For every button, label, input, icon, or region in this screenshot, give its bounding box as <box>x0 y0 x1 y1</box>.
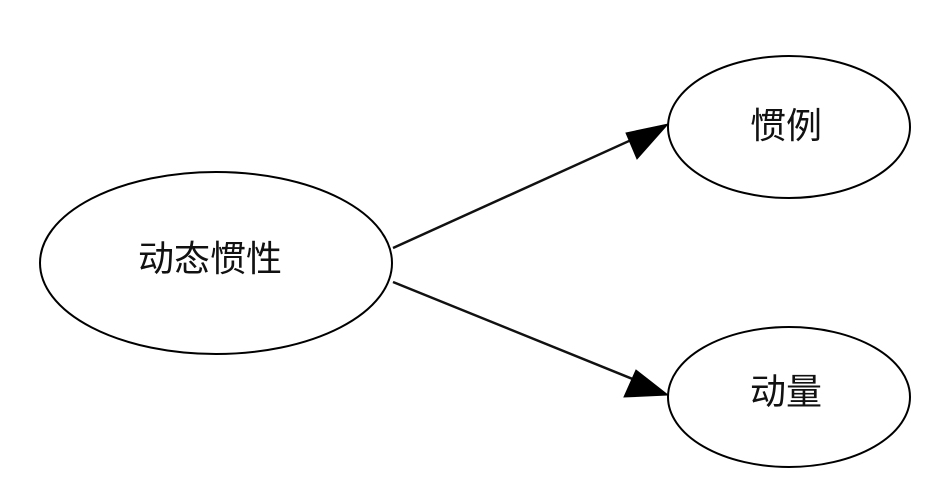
edge-source-to-top <box>392 123 670 250</box>
node-source-ellipse <box>39 171 393 355</box>
edge-line-source-top <box>392 134 641 250</box>
edge-line-source-bottom <box>392 280 641 384</box>
arrowhead-top <box>625 123 670 160</box>
node-top: 惯例 <box>667 55 911 199</box>
node-bottom-ellipse <box>667 326 911 468</box>
node-source-label: 动态惯性 <box>138 239 282 280</box>
node-top-label: 惯例 <box>750 106 822 147</box>
node-bottom-label: 动量 <box>750 372 822 413</box>
node-top-ellipse <box>667 55 911 199</box>
arrowhead-bottom <box>623 369 670 398</box>
node-bottom: 动量 <box>667 326 911 468</box>
edge-source-to-bottom <box>392 280 670 398</box>
node-source: 动态惯性 <box>39 171 393 355</box>
